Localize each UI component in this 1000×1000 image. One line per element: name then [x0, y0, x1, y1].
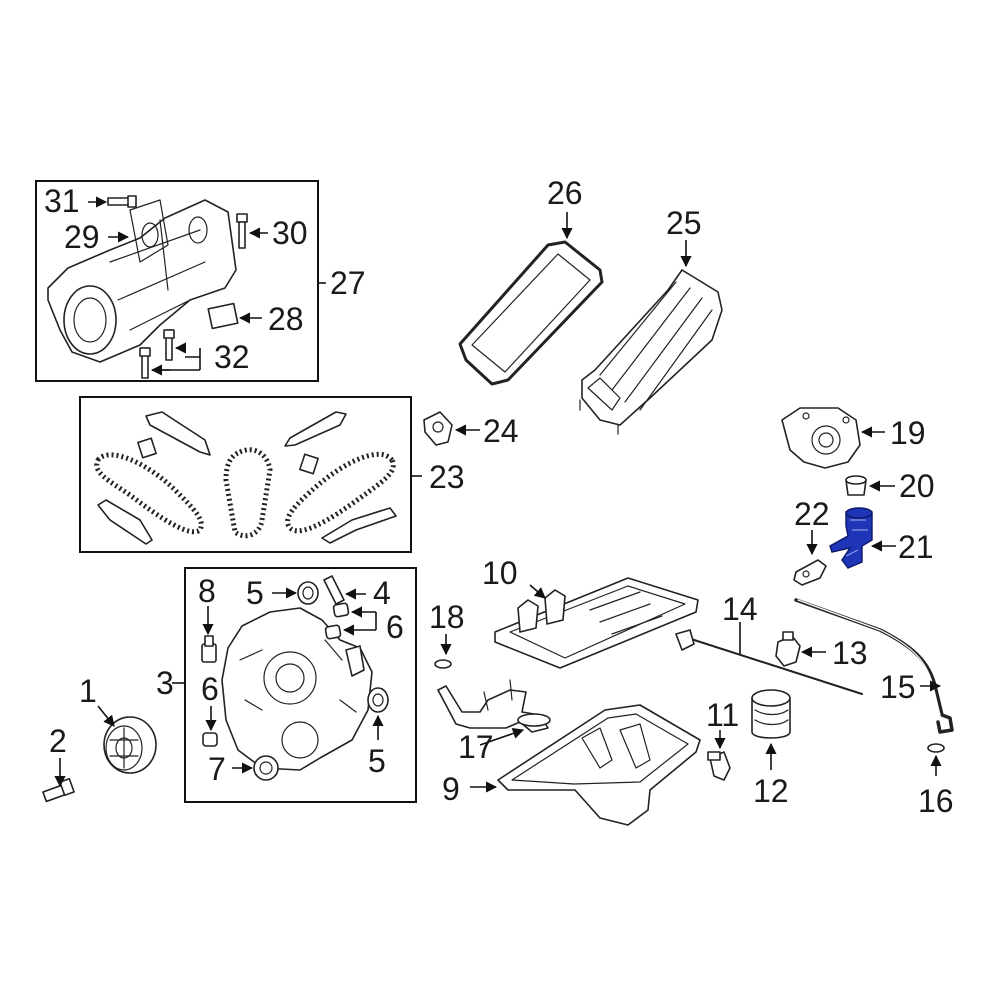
drain-plug-11[interactable]	[707, 751, 731, 781]
tensioner-24[interactable]	[423, 411, 453, 446]
timing-chain-kit[interactable]	[94, 411, 397, 545]
label-10: 10	[482, 555, 518, 591]
label-5-upper: 5	[246, 575, 264, 611]
label-32: 32	[214, 339, 250, 375]
label-12: 12	[753, 773, 789, 809]
label-1: 1	[79, 673, 97, 709]
bolt-31[interactable]	[107, 195, 137, 208]
label-29: 29	[64, 219, 100, 255]
label-2: 2	[49, 723, 67, 759]
label-24: 24	[483, 413, 519, 449]
seal-5-upper[interactable]	[297, 581, 319, 605]
valve-cover-25[interactable]	[579, 269, 723, 435]
label-6-right: 6	[386, 609, 404, 645]
label-9: 9	[442, 771, 460, 807]
oil-pump-19[interactable]	[781, 407, 861, 469]
label-8: 8	[198, 573, 216, 609]
sensor-8[interactable]	[201, 635, 217, 663]
label-25: 25	[666, 205, 702, 241]
intake-manifold[interactable]	[47, 199, 239, 363]
label-18: 18	[429, 599, 465, 635]
timing-cover-group-box	[184, 567, 417, 803]
label-19: 19	[890, 415, 926, 451]
dowels-6[interactable]	[324, 602, 350, 640]
o-ring-16[interactable]	[927, 743, 945, 753]
label-31: 31	[44, 183, 80, 219]
timing-cover-3[interactable]	[221, 607, 373, 771]
oil-pressure-sensor-13[interactable]	[775, 631, 801, 667]
label-16: 16	[918, 783, 954, 819]
label-4: 4	[373, 575, 391, 611]
intake-manifold-group-box	[35, 180, 319, 382]
seal-5-lower[interactable]	[367, 687, 389, 713]
label-22: 22	[794, 496, 830, 532]
studs-32[interactable]	[139, 329, 175, 379]
label-6-left: 6	[201, 671, 219, 707]
bushing-20[interactable]	[845, 475, 867, 496]
label-27: 27	[330, 265, 366, 301]
seal-7[interactable]	[253, 755, 279, 781]
gasket-22[interactable]	[793, 559, 827, 586]
label-30: 30	[272, 215, 308, 251]
gasket-18[interactable]	[434, 659, 452, 669]
dipstick-14[interactable]	[675, 629, 863, 695]
windage-tray-10[interactable]	[494, 577, 699, 669]
oil-filter-12[interactable]	[751, 689, 791, 739]
oil-pan-9[interactable]	[497, 704, 701, 826]
label-26: 26	[547, 175, 583, 211]
bolt-4[interactable]	[323, 575, 345, 605]
label-7: 7	[208, 751, 226, 787]
label-21: 21	[898, 529, 934, 565]
label-15: 15	[880, 669, 916, 705]
timing-chain-group-box	[79, 396, 412, 553]
label-11: 11	[706, 697, 739, 733]
bolt-30[interactable]	[236, 213, 248, 249]
valve-cover-gasket-26[interactable]	[458, 240, 604, 386]
crank-bolt-2[interactable]	[42, 777, 75, 803]
dipstick-tube-15[interactable]	[794, 598, 954, 734]
label-28: 28	[268, 301, 304, 337]
label-14: 14	[722, 591, 758, 627]
label-20: 20	[899, 468, 935, 504]
label-13: 13	[832, 635, 868, 671]
dowel-6-left[interactable]	[202, 732, 218, 747]
label-17: 17	[458, 729, 494, 765]
label-5-lower: 5	[368, 743, 386, 779]
oil-pickup-tube-17[interactable]	[437, 679, 551, 733]
label-23: 23	[429, 459, 465, 495]
oil-pickup-21-highlighted[interactable]	[829, 507, 873, 569]
crank-pulley-1[interactable]	[103, 716, 157, 774]
label-3: 3	[156, 665, 174, 701]
